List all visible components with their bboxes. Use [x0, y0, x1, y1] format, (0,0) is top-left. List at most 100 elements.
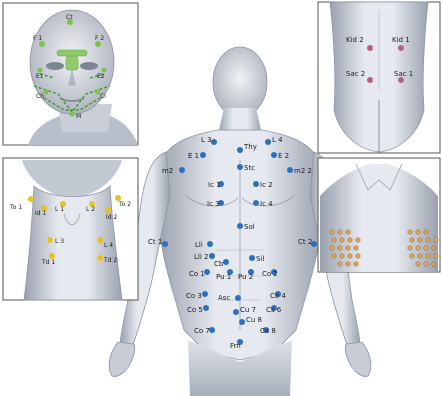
svg-text:Ct 2: Ct 2 [298, 238, 312, 246]
svg-text:m2 2: m2 2 [294, 167, 312, 175]
chest-point[interactable] [418, 238, 423, 243]
svg-text:Ct: Ct [66, 14, 73, 21]
svg-text:Co 5: Co 5 [187, 306, 203, 314]
svg-text:Co 4: Co 4 [270, 292, 286, 300]
svg-text:E2: E2 [97, 73, 105, 80]
body-point-asc[interactable]: Asc [218, 294, 241, 302]
svg-text:F 1: F 1 [33, 35, 42, 42]
chest-point[interactable] [354, 246, 359, 251]
chest-point[interactable] [346, 230, 351, 235]
svg-text:Co 2: Co 2 [262, 270, 278, 278]
svg-text:Ic 3: Ic 3 [207, 200, 220, 208]
body-point-co2[interactable]: Co 2 [262, 269, 278, 278]
chest-point[interactable] [416, 246, 421, 251]
body-point-co8[interactable]: Co 8 [260, 327, 276, 335]
svg-text:Sac 2: Sac 2 [346, 70, 365, 78]
svg-text:Co 1: Co 1 [189, 270, 205, 278]
svg-text:Ch: Ch [36, 93, 44, 100]
body-left-hand [109, 342, 135, 376]
svg-text:Ct 1: Ct 1 [148, 238, 162, 246]
chest-point[interactable] [348, 238, 353, 243]
chest-point[interactable] [356, 254, 361, 259]
svg-text:L 2: L 2 [86, 206, 95, 213]
svg-text:L 3: L 3 [201, 136, 212, 144]
chest-point[interactable] [432, 262, 437, 267]
svg-text:Cu 7: Cu 7 [240, 306, 256, 314]
chest-point[interactable] [356, 238, 361, 243]
face-panel: Ct F 1 F 2 E1 E2 Ch Ci M [3, 3, 138, 145]
svg-text:To 1: To 1 [9, 204, 22, 211]
svg-text:Kid 2: Kid 2 [346, 36, 364, 44]
svg-text:Sil: Sil [256, 255, 264, 263]
svg-text:Sac 1: Sac 1 [394, 70, 413, 78]
svg-text:E1: E1 [36, 73, 44, 80]
chest-point[interactable] [354, 262, 359, 267]
body-point-cs6[interactable]: Cs 6 [266, 305, 282, 314]
svg-text:To 2: To 2 [118, 201, 131, 208]
svg-text:L 4: L 4 [104, 242, 113, 249]
svg-text:Cu 8: Cu 8 [246, 316, 262, 324]
back-panel: Kid 2 Kid 1 Sac 2 Sac 1 [318, 2, 440, 153]
chest-point[interactable] [330, 246, 335, 251]
chest-point[interactable] [416, 262, 421, 267]
svg-text:Cs 6: Cs 6 [266, 306, 282, 314]
chest-point[interactable] [416, 230, 421, 235]
body-point-co4[interactable]: Co 4 [270, 291, 286, 300]
chest-point[interactable] [424, 262, 429, 267]
chest-point[interactable] [410, 254, 415, 259]
svg-text:m2: m2 [162, 167, 173, 175]
chest-point[interactable] [424, 246, 429, 251]
chest-point[interactable] [426, 238, 431, 243]
chest-point[interactable] [340, 254, 345, 259]
chest-point[interactable] [338, 262, 343, 267]
svg-text:M: M [76, 113, 81, 120]
svg-text:Co 3: Co 3 [186, 292, 202, 300]
face-right-eye [80, 62, 98, 70]
svg-text:Ic 1: Ic 1 [208, 181, 221, 189]
chest-point[interactable] [338, 246, 343, 251]
svg-text:L 1: L 1 [55, 206, 64, 213]
svg-text:Pu 1: Pu 1 [216, 273, 231, 281]
svg-text:Sol: Sol [244, 223, 255, 231]
svg-text:Pu 2: Pu 2 [238, 273, 253, 281]
chest-point[interactable] [426, 254, 431, 259]
svg-text:L 4: L 4 [272, 136, 283, 144]
chest-point[interactable] [410, 238, 415, 243]
svg-text:Lli: Lli [195, 241, 203, 249]
chest-point[interactable] [434, 238, 439, 243]
svg-text:Ic 4: Ic 4 [260, 200, 273, 208]
chest-point[interactable] [424, 230, 429, 235]
svg-text:E 2: E 2 [278, 152, 289, 160]
svg-text:Cb: Cb [214, 260, 224, 268]
svg-text:Frn: Frn [230, 342, 241, 350]
svg-text:Id 1: Id 1 [35, 210, 46, 217]
svg-text:Ci: Ci [100, 93, 106, 100]
chest-point[interactable] [346, 262, 351, 267]
chest-point[interactable] [418, 254, 423, 259]
chest-point[interactable] [434, 254, 439, 259]
chest-point[interactable] [340, 238, 345, 243]
svg-text:Asc: Asc [218, 294, 230, 302]
svg-text:F 2: F 2 [95, 35, 104, 42]
neck-panel: To 1 Id 1 L 1 L 2 Id 2 To 2 L 3 L 4 Td 1… [3, 158, 138, 300]
body-head [213, 47, 267, 117]
svg-text:Ic 2: Ic 2 [260, 181, 273, 189]
chest-point[interactable] [432, 246, 437, 251]
chest-point[interactable] [348, 254, 353, 259]
svg-text:E 1: E 1 [188, 152, 199, 160]
chest-point[interactable] [332, 254, 337, 259]
svg-text:Lli 2: Lli 2 [194, 253, 208, 261]
chest-point[interactable] [338, 230, 343, 235]
chest-point[interactable] [408, 230, 413, 235]
chest-point[interactable] [332, 238, 337, 243]
chest-point[interactable] [346, 246, 351, 251]
body-right-hand [345, 342, 371, 376]
chest-panel [318, 158, 440, 272]
svg-text:Co 7: Co 7 [194, 327, 210, 335]
svg-text:Td 2: Td 2 [103, 257, 117, 264]
svg-text:Id 2: Id 2 [106, 214, 117, 221]
svg-text:Stc: Stc [244, 164, 255, 172]
chest-point[interactable] [408, 246, 413, 251]
face-left-eye [46, 62, 64, 70]
chest-point[interactable] [330, 230, 335, 235]
